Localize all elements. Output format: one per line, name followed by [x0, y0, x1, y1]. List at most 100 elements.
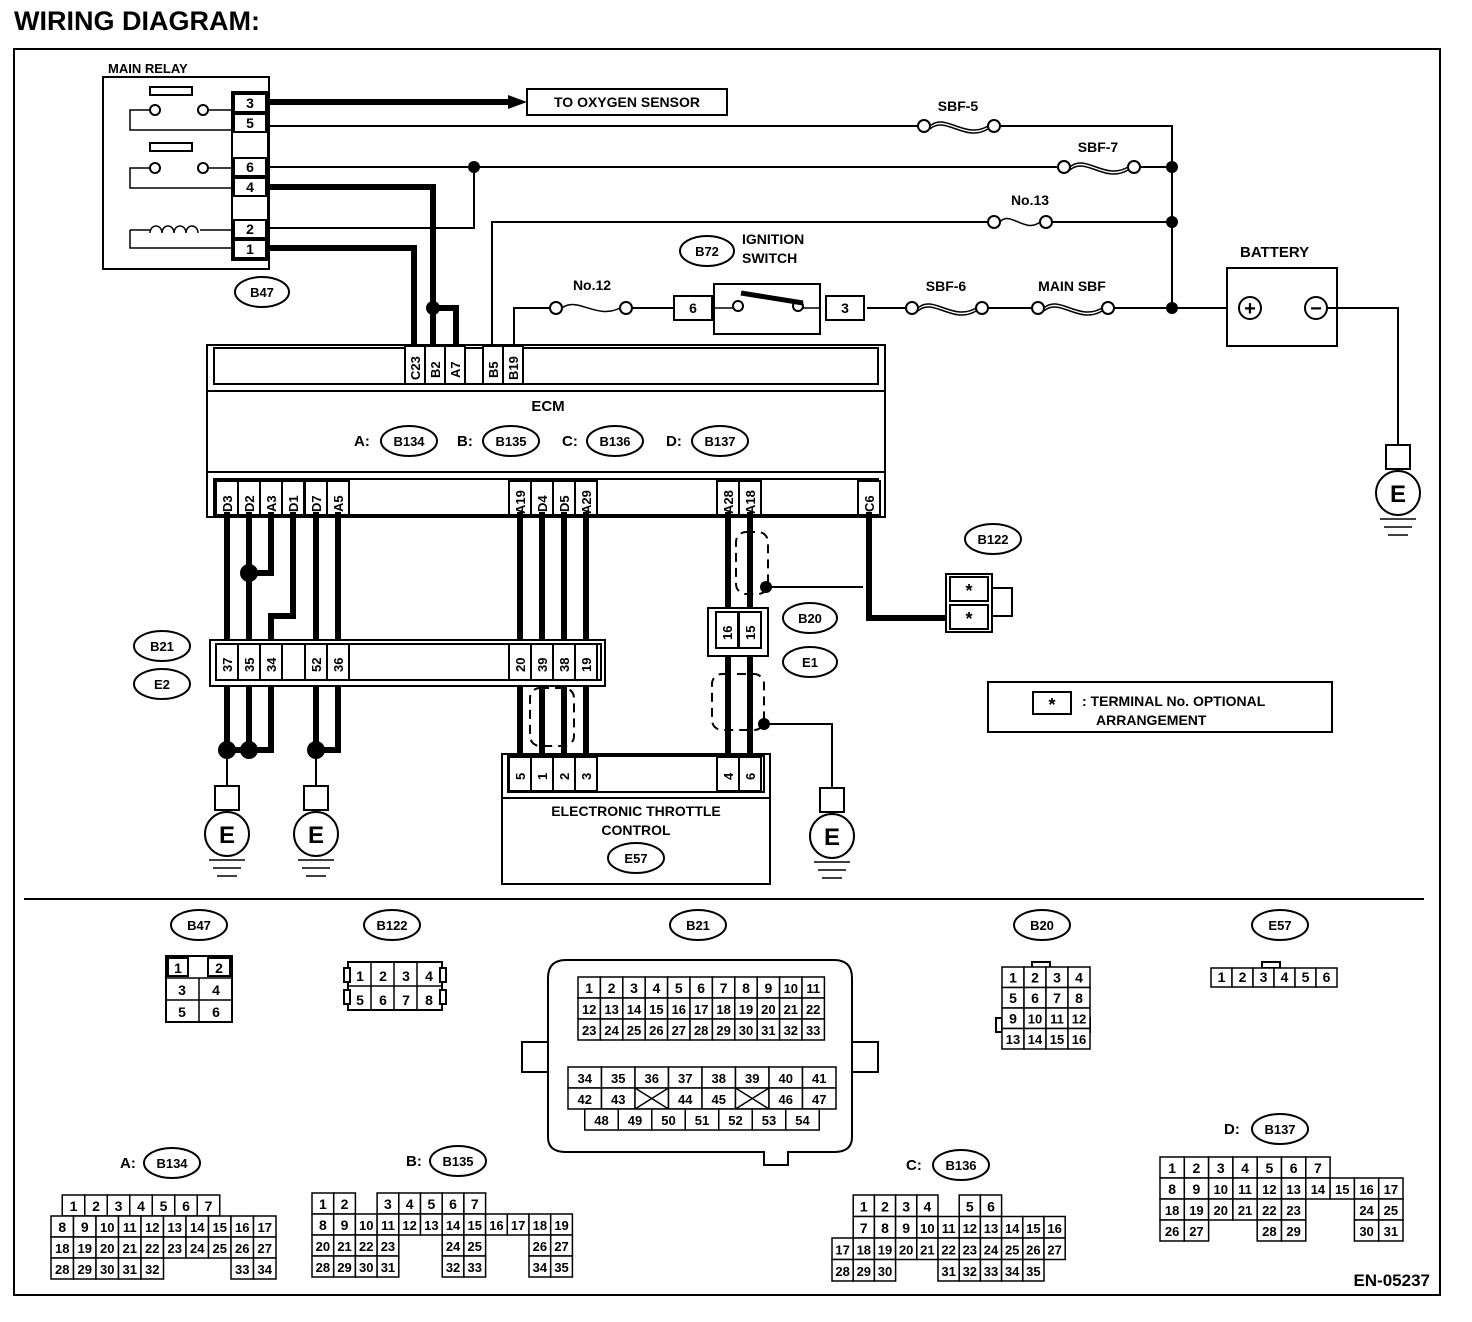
pin-number: 43 — [611, 1092, 625, 1107]
pin-number: 3 — [630, 980, 638, 996]
pin-number: 33 — [984, 1264, 998, 1279]
pin-number: 31 — [761, 1023, 775, 1038]
pin-number: 49 — [628, 1113, 642, 1128]
throttle-tag: E57 — [624, 851, 647, 866]
pin-number: 40 — [779, 1071, 793, 1086]
pin-number: 3 — [1260, 969, 1268, 985]
pin-cell — [1377, 1219, 1404, 1242]
connector-view-b122: B122 1 2 3 4 5 6 7 8 — [343, 909, 447, 1011]
ecm-conn-id: B137 — [704, 434, 735, 449]
pin-cell — [1315, 967, 1338, 988]
b21-tag: B21 — [150, 639, 174, 654]
b21-pin: 35 — [242, 658, 257, 672]
pin-number: 23 — [1286, 1203, 1300, 1218]
view-pin: 2 — [379, 968, 387, 984]
pin-number: 1 — [1168, 1160, 1176, 1176]
ecm-bottom-pin: D4 — [535, 495, 550, 512]
pin-number: 20 — [899, 1243, 913, 1258]
ecm-top-pin: B5 — [486, 361, 501, 378]
b21-pin: 36 — [331, 658, 346, 672]
pin-number: 3 — [115, 1198, 123, 1214]
pin-number: 12 — [145, 1220, 159, 1235]
b122-pin: * — [965, 581, 972, 601]
pin-number: 7 — [1053, 990, 1061, 1006]
fuse-no12: No.12 — [549, 277, 633, 315]
pin-number: 12 — [402, 1218, 416, 1233]
pin-number: 27 — [554, 1239, 568, 1254]
pin-number: 50 — [661, 1113, 675, 1128]
relay-pin: 1 — [246, 241, 254, 257]
pin-cell — [463, 1255, 487, 1278]
main-relay-label: MAIN RELAY — [108, 61, 188, 76]
pin-number: 6 — [1290, 1160, 1298, 1176]
oxygen-sensor-box — [526, 88, 728, 116]
pin-number: 11 — [942, 1221, 956, 1236]
pin-cell — [785, 1108, 820, 1131]
pin-number: 9 — [902, 1220, 910, 1236]
pin-number: 19 — [554, 1218, 568, 1233]
pin-number: 15 — [213, 1220, 227, 1235]
ecm-bottom-pin: C6 — [862, 495, 877, 512]
view-pin: 7 — [402, 992, 410, 1008]
pin-number: 26 — [649, 1023, 663, 1038]
pin-number: 54 — [795, 1113, 810, 1128]
main-relay-connector-label: B47 — [250, 285, 274, 300]
pin-number: 26 — [1026, 1243, 1040, 1258]
pin-number: 5 — [427, 1196, 435, 1212]
pin-number: 21 — [123, 1241, 137, 1256]
pin-number: 24 — [446, 1239, 461, 1254]
pin-number: 19 — [878, 1243, 892, 1258]
pin-number: 5 — [1302, 969, 1310, 985]
pin-number: 33 — [235, 1262, 249, 1277]
ecm-conn-prefix: A: — [354, 433, 370, 450]
pin-cell — [873, 1258, 897, 1282]
pin-number: 6 — [987, 1199, 995, 1215]
relay-pin: 3 — [246, 95, 254, 111]
pin-number: 19 — [1189, 1203, 1203, 1218]
view-pin: 3 — [402, 968, 410, 984]
pin-number: 53 — [762, 1113, 776, 1128]
pin-number: 7 — [1314, 1160, 1322, 1176]
pin-number: 28 — [835, 1264, 849, 1279]
pin-number: 2 — [1239, 969, 1247, 985]
pin-number: 4 — [653, 980, 661, 996]
e1-tag: E1 — [802, 655, 818, 670]
ignition-switch: B72 IGNITION SWITCH 6 3 — [673, 231, 865, 335]
ecm-label: ECM — [531, 398, 564, 415]
pin-number: 5 — [675, 980, 683, 996]
blank-pin-mark — [634, 1087, 669, 1110]
ignition-connector-label: B72 — [695, 244, 719, 259]
ground-icon: E — [809, 787, 855, 879]
view-tag: B122 — [376, 918, 407, 933]
pin-number: 34 — [578, 1071, 593, 1086]
pin-number: 11 — [806, 981, 820, 996]
view-pin: 1 — [356, 968, 364, 984]
relay-pin: 6 — [246, 159, 254, 175]
pin-number: 36 — [645, 1071, 659, 1086]
pin-number: 13 — [424, 1218, 438, 1233]
pin-number: 8 — [319, 1217, 327, 1233]
pin-cell — [1280, 1219, 1307, 1242]
pin-number: 10 — [100, 1220, 114, 1235]
view-pin: 1 — [174, 960, 182, 976]
pin-number: 11 — [123, 1220, 137, 1235]
pin-number: 29 — [857, 1264, 871, 1279]
pin-number: 5 — [1009, 990, 1017, 1006]
fuse-sbf7: SBF-7 — [1057, 139, 1141, 175]
ecm-bottom-pin: A5 — [331, 495, 346, 512]
pin-number: 5 — [1265, 1160, 1273, 1176]
pin-number: 9 — [1193, 1181, 1201, 1197]
pin-number: 8 — [1075, 990, 1083, 1006]
pin-number: 14 — [1028, 1032, 1043, 1047]
pin-number: 2 — [341, 1196, 349, 1212]
supply-wiring: TO OXYGEN SENSOR — [265, 88, 1228, 349]
e2-tag: E2 — [154, 677, 170, 692]
pin-number: 12 — [582, 1002, 596, 1017]
pin-number: 15 — [1335, 1182, 1349, 1197]
pin-cell — [1043, 1237, 1066, 1261]
view-tag: B134 — [156, 1156, 188, 1171]
pin-number: 10 — [1214, 1182, 1228, 1197]
pin-number: 24 — [190, 1241, 205, 1256]
